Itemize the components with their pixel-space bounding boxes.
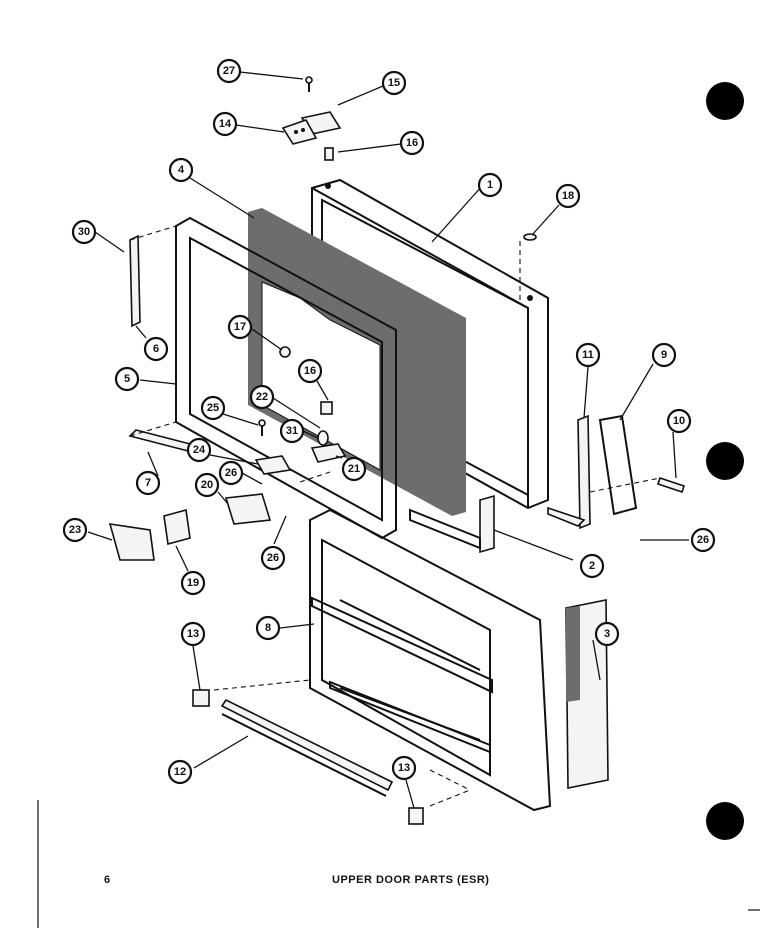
callout-label: 27 bbox=[223, 65, 235, 77]
callout-26b: 26 bbox=[690, 527, 716, 553]
callout-24: 24 bbox=[186, 437, 212, 463]
callout-label: 15 bbox=[388, 77, 400, 89]
callout-label: 1 bbox=[487, 179, 493, 191]
callout-label: 16 bbox=[304, 365, 316, 377]
callout-4: 4 bbox=[168, 157, 194, 183]
callout-label: 9 bbox=[661, 349, 667, 361]
inner-door-liner bbox=[309, 508, 552, 812]
side-strip bbox=[129, 234, 141, 328]
callout-1: 1 bbox=[477, 172, 503, 198]
callout-26c: 26 bbox=[260, 545, 286, 571]
callout-label: 11 bbox=[582, 349, 594, 361]
page-caption: UPPER DOOR PARTS (ESR) bbox=[332, 874, 490, 886]
callout-15: 15 bbox=[381, 70, 407, 96]
callout-label: 12 bbox=[174, 766, 186, 778]
callout-13: 13 bbox=[180, 621, 206, 647]
callout-label: 13 bbox=[398, 762, 410, 774]
callout-label: 16 bbox=[406, 137, 418, 149]
callout-label: 26 bbox=[225, 467, 237, 479]
top-hinge-assembly bbox=[281, 76, 342, 161]
callout-label: 19 bbox=[187, 577, 199, 589]
callout-19: 19 bbox=[180, 570, 206, 596]
binder-hole-top bbox=[706, 82, 744, 120]
door-handle bbox=[547, 414, 686, 530]
callout-label: 2 bbox=[589, 560, 595, 572]
side-panel bbox=[565, 599, 609, 789]
callout-21: 21 bbox=[341, 456, 367, 482]
bottom-rail bbox=[220, 698, 394, 797]
callout-5: 5 bbox=[114, 366, 140, 392]
callout-18: 18 bbox=[555, 183, 581, 209]
callout-label: 10 bbox=[673, 415, 685, 427]
callout-label: 31 bbox=[286, 425, 298, 437]
callout-label: 14 bbox=[219, 118, 232, 130]
callout-16: 16 bbox=[399, 130, 425, 156]
callout-26: 26 bbox=[218, 460, 244, 486]
callout-label: 8 bbox=[265, 622, 271, 634]
callout-31: 31 bbox=[279, 418, 305, 444]
alignment-lines bbox=[129, 225, 661, 807]
callout-label: 5 bbox=[124, 373, 130, 385]
page-number: 6 bbox=[104, 874, 111, 886]
callout-3: 3 bbox=[594, 621, 620, 647]
callout-25: 25 bbox=[200, 395, 226, 421]
outer-door-panel bbox=[311, 178, 549, 510]
callout-16b: 16 bbox=[297, 358, 323, 384]
callout-label: 25 bbox=[207, 402, 219, 414]
bracket bbox=[409, 494, 495, 554]
callout-label: 17 bbox=[234, 321, 246, 333]
callout-label: 20 bbox=[201, 479, 213, 491]
leader-lines bbox=[87, 71, 689, 809]
callout-label: 24 bbox=[193, 444, 206, 456]
callout-label: 26 bbox=[267, 552, 279, 564]
callout-label: 3 bbox=[604, 628, 610, 640]
callout-label: 23 bbox=[69, 524, 81, 536]
callout-label: 13 bbox=[187, 628, 199, 640]
callout-label: 26 bbox=[697, 534, 709, 546]
callout-12: 12 bbox=[167, 759, 193, 785]
binder-hole-bottom bbox=[706, 802, 744, 840]
callout-label: 4 bbox=[178, 164, 185, 176]
callout-27: 27 bbox=[216, 58, 242, 84]
callout-8: 8 bbox=[255, 615, 281, 641]
callout-13b: 13 bbox=[391, 755, 417, 781]
callout-20: 20 bbox=[194, 472, 220, 498]
callout-22: 22 bbox=[249, 384, 275, 410]
callout-11: 11 bbox=[575, 342, 601, 368]
callout-10: 10 bbox=[666, 408, 692, 434]
callout-23: 23 bbox=[62, 517, 88, 543]
callout-17: 17 bbox=[227, 314, 253, 340]
callout-30: 30 bbox=[71, 219, 97, 245]
callout-9: 9 bbox=[651, 342, 677, 368]
callout-label: 22 bbox=[256, 391, 268, 403]
callout-label: 30 bbox=[78, 226, 90, 238]
lower-hinge-assembly bbox=[108, 346, 347, 561]
callout-6: 6 bbox=[143, 336, 169, 362]
binder-hole-middle bbox=[706, 442, 744, 480]
callout-label: 7 bbox=[145, 477, 151, 489]
clips bbox=[192, 689, 424, 825]
callout-7: 7 bbox=[135, 470, 161, 496]
callout-label: 6 bbox=[153, 343, 159, 355]
callout-2: 2 bbox=[579, 553, 605, 579]
callout-label: 18 bbox=[562, 190, 574, 202]
callout-label: 21 bbox=[348, 463, 360, 475]
callout-14: 14 bbox=[212, 111, 238, 137]
